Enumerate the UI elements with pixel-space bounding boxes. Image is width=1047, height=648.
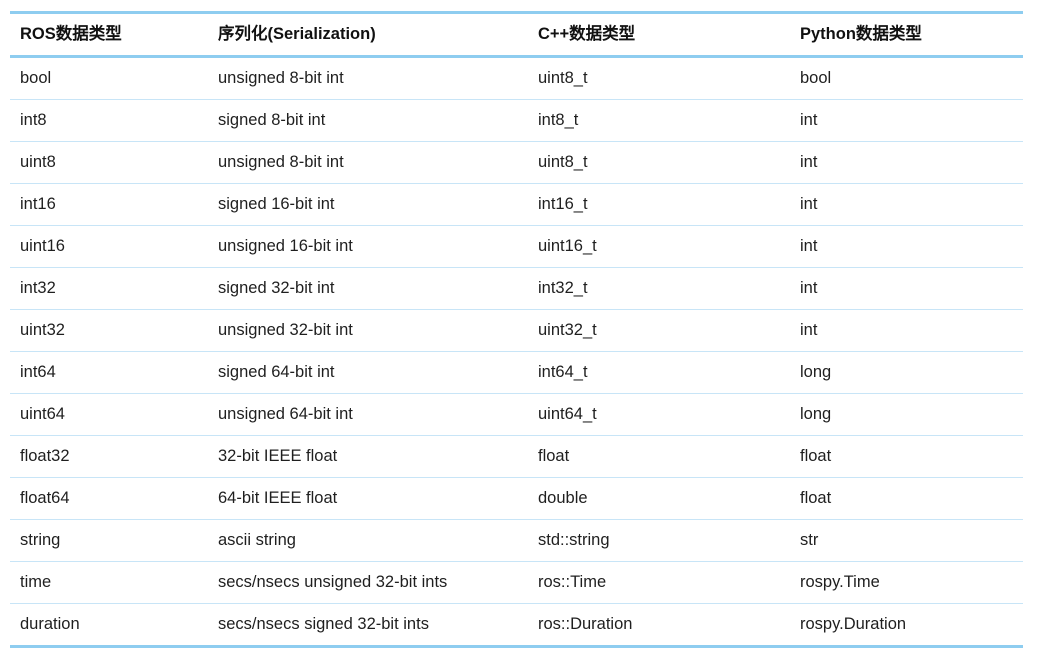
cell-cpp-datatype: ros::Duration xyxy=(538,615,633,634)
cell-cpp-datatype: int16_t xyxy=(538,195,588,214)
table-header-row: ROS数据类型 序列化(Serialization) C++数据类型 Pytho… xyxy=(10,13,1023,57)
cell-serialization: signed 8-bit int xyxy=(218,111,326,130)
column-header-python-datatype: Python数据类型 xyxy=(800,25,922,44)
cell-ros-datatype: int16 xyxy=(20,195,56,214)
column-header-cpp-datatype: C++数据类型 xyxy=(538,25,636,44)
cell-serialization: signed 64-bit int xyxy=(218,363,335,382)
cell-cpp-datatype: ros::Time xyxy=(538,573,607,592)
cell-python-datatype: rospy.Duration xyxy=(800,615,907,634)
cell-python-datatype: int xyxy=(800,111,818,130)
cell-ros-datatype: duration xyxy=(20,615,80,634)
table-row: uint8 unsigned 8-bit int uint8_t int xyxy=(10,142,1023,184)
table-row: bool unsigned 8-bit int uint8_t bool xyxy=(10,57,1023,100)
cell-cpp-datatype: double xyxy=(538,489,588,508)
cell-cpp-datatype: int64_t xyxy=(538,363,588,382)
cell-python-datatype: bool xyxy=(800,69,832,88)
table-body: bool unsigned 8-bit int uint8_t bool int8 sig… xyxy=(10,57,1023,647)
cell-cpp-datatype: std::string xyxy=(538,531,610,550)
cell-serialization: unsigned 8-bit int xyxy=(218,153,344,172)
cell-cpp-datatype: int8_t xyxy=(538,111,579,130)
cell-ros-datatype: bool xyxy=(20,69,52,88)
cell-cpp-datatype: uint32_t xyxy=(538,321,597,340)
cell-ros-datatype: uint16 xyxy=(20,237,65,256)
table-row: int64 signed 64-bit int int64_t long xyxy=(10,352,1023,394)
cell-serialization: unsigned 64-bit int xyxy=(218,405,353,424)
cell-ros-datatype: int64 xyxy=(20,363,56,382)
cell-serialization: unsigned 8-bit int xyxy=(218,69,344,88)
cell-ros-datatype: time xyxy=(20,573,52,592)
table-row: int32 signed 32-bit int int32_t int xyxy=(10,268,1023,310)
cell-cpp-datatype: uint64_t xyxy=(538,405,597,424)
cell-ros-datatype: uint8 xyxy=(20,153,56,172)
column-header-ros-datatype: ROS数据类型 xyxy=(20,25,122,44)
cell-cpp-datatype: int32_t xyxy=(538,279,588,298)
cell-python-datatype: int xyxy=(800,153,818,172)
cell-python-datatype: rospy.Time xyxy=(800,573,880,592)
cell-python-datatype: int xyxy=(800,321,818,340)
table-row: time secs/nsecs unsigned 32-bit ints ros::… xyxy=(10,562,1023,604)
cell-python-datatype: float xyxy=(800,447,832,466)
ros-datatype-table: ROS数据类型 序列化(Serialization) C++数据类型 Pytho… xyxy=(10,11,1023,648)
cell-ros-datatype: string xyxy=(20,531,61,550)
cell-python-datatype: float xyxy=(800,489,832,508)
cell-ros-datatype: int8 xyxy=(20,111,47,130)
cell-serialization: secs/nsecs signed 32-bit ints xyxy=(218,615,429,634)
cell-serialization: unsigned 16-bit int xyxy=(218,237,353,256)
cell-serialization: 32-bit IEEE float xyxy=(218,447,338,466)
cell-ros-datatype: float32 xyxy=(20,447,70,466)
cell-serialization: ascii string xyxy=(218,531,296,550)
cell-serialization: secs/nsecs unsigned 32-bit ints xyxy=(218,573,448,592)
cell-python-datatype: long xyxy=(800,363,832,382)
table-row: duration secs/nsecs signed 32-bit ints ros… xyxy=(10,604,1023,647)
cell-cpp-datatype: uint16_t xyxy=(538,237,597,256)
table-row: string ascii string std::string str xyxy=(10,520,1023,562)
table-header: ROS数据类型 序列化(Serialization) C++数据类型 Pytho… xyxy=(10,13,1023,57)
table-row: uint64 unsigned 64-bit int uint64_t long xyxy=(10,394,1023,436)
cell-python-datatype: int xyxy=(800,279,818,298)
cell-python-datatype: str xyxy=(800,531,819,550)
table-row: float32 32-bit IEEE float float float xyxy=(10,436,1023,478)
cell-ros-datatype: uint64 xyxy=(20,405,65,424)
table-row: float64 64-bit IEEE float double float xyxy=(10,478,1023,520)
cell-cpp-datatype: float xyxy=(538,447,570,466)
cell-python-datatype: int xyxy=(800,237,818,256)
cell-cpp-datatype: uint8_t xyxy=(538,153,588,172)
table-row: int8 signed 8-bit int int8_t int xyxy=(10,100,1023,142)
cell-ros-datatype: uint32 xyxy=(20,321,65,340)
cell-serialization: signed 32-bit int xyxy=(218,279,335,298)
cell-python-datatype: long xyxy=(800,405,832,424)
column-header-serialization: 序列化(Serialization) xyxy=(218,25,376,44)
table-row: uint32 unsigned 32-bit int uint32_t int xyxy=(10,310,1023,352)
table-row: int16 signed 16-bit int int16_t int xyxy=(10,184,1023,226)
table-row: uint16 unsigned 16-bit int uint16_t int xyxy=(10,226,1023,268)
cell-ros-datatype: float64 xyxy=(20,489,70,508)
cell-serialization: 64-bit IEEE float xyxy=(218,489,338,508)
cell-ros-datatype: int32 xyxy=(20,279,56,298)
cell-cpp-datatype: uint8_t xyxy=(538,69,588,88)
cell-serialization: signed 16-bit int xyxy=(218,195,335,214)
cell-python-datatype: int xyxy=(800,195,818,214)
cell-serialization: unsigned 32-bit int xyxy=(218,321,353,340)
